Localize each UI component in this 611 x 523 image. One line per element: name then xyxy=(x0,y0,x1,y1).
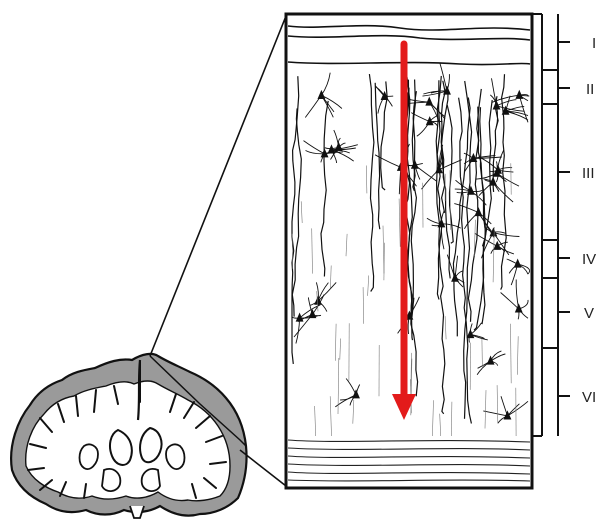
layer-labels: I II III IV V VI xyxy=(582,35,596,406)
layer-label-v: V xyxy=(584,305,594,322)
layer-bracket xyxy=(532,14,570,436)
brain-longitudinal-fissure xyxy=(138,360,140,420)
brain-stem-stub xyxy=(130,506,144,518)
layer-label-vi: VI xyxy=(582,389,596,406)
cortex-panel xyxy=(286,14,532,488)
brain-coronal-section xyxy=(11,354,246,518)
layer-label-ii: II xyxy=(586,81,594,98)
layer-label-iii: III xyxy=(582,165,595,182)
layer-label-iv: IV xyxy=(582,251,596,268)
layer-label-i: I xyxy=(592,35,596,52)
